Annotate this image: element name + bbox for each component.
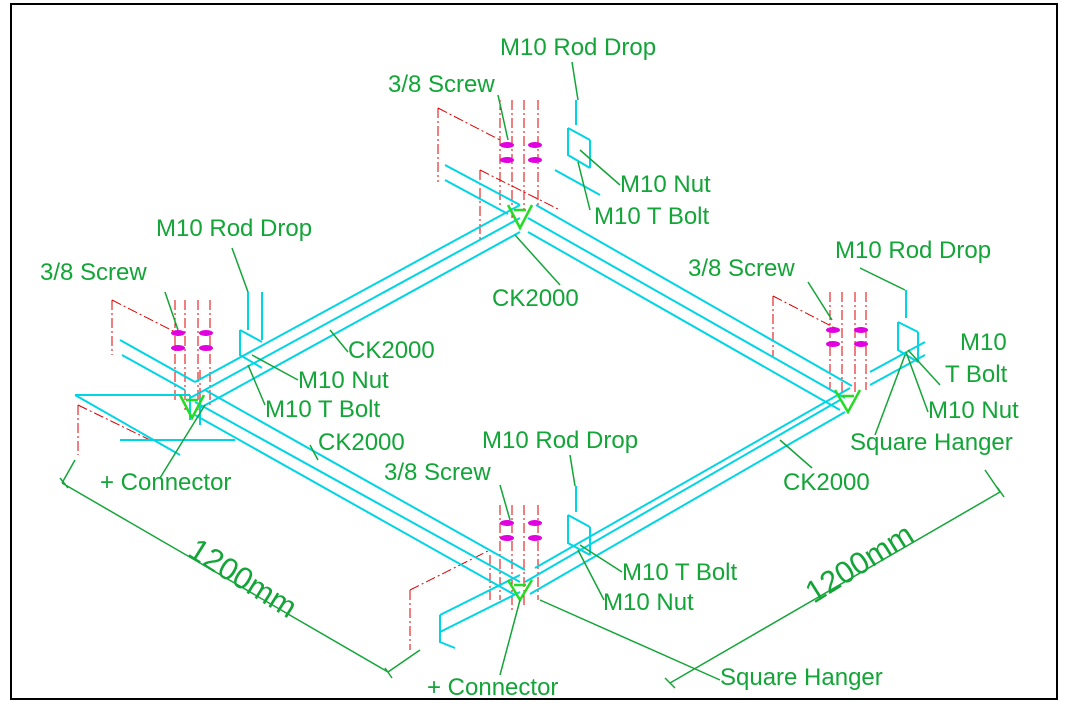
label-connector-bottom: + Connector [427, 674, 559, 701]
label-screw-top: 3/8 Screw [388, 71, 495, 98]
label-square-hanger-right: Square Hanger [850, 429, 1013, 456]
label-nut-right: M10 Nut [928, 397, 1019, 424]
label-screw-left: 3/8 Screw [40, 259, 147, 286]
label-tbolt-top: M10 T Bolt [594, 203, 710, 230]
label-tbolt-right: T Bolt [945, 361, 1008, 388]
label-connector-left: + Connector [100, 469, 232, 496]
label-rod-drop-left: M10 Rod Drop [156, 215, 313, 242]
label-nut-bottom: M10 Nut [603, 589, 694, 616]
label-tbolt-left: M10 T Bolt [265, 396, 381, 423]
connectors [178, 204, 862, 603]
label-nut-top: M10 Nut [620, 171, 711, 198]
label-rod-drop-top: M10 Rod Drop [500, 34, 657, 61]
label-rod-drop-bottom: M10 Rod Drop [482, 427, 639, 454]
label-ck-left: CK2000 [348, 337, 435, 364]
screws [171, 142, 868, 541]
label-m10-right: M10 [960, 329, 1007, 356]
dimension-lines [59, 459, 1005, 689]
label-ck-left-bottom: CK2000 [318, 429, 405, 456]
label-square-hanger-bottom: Square Hanger [720, 664, 883, 691]
leader-lines [159, 61, 941, 681]
label-rod-drop-right: M10 Rod Drop [835, 237, 992, 264]
label-screw-bottom: 3/8 Screw [384, 459, 491, 486]
label-ck-right-bottom: CK2000 [783, 469, 870, 496]
label-tbolt-bottom: M10 T Bolt [622, 559, 738, 586]
label-nut-left: M10 Nut [298, 367, 389, 394]
grid-members [74, 100, 926, 649]
label-ck-top: CK2000 [492, 285, 579, 312]
drawing-frame [10, 3, 1058, 700]
label-screw-right: 3/8 Screw [688, 255, 795, 282]
